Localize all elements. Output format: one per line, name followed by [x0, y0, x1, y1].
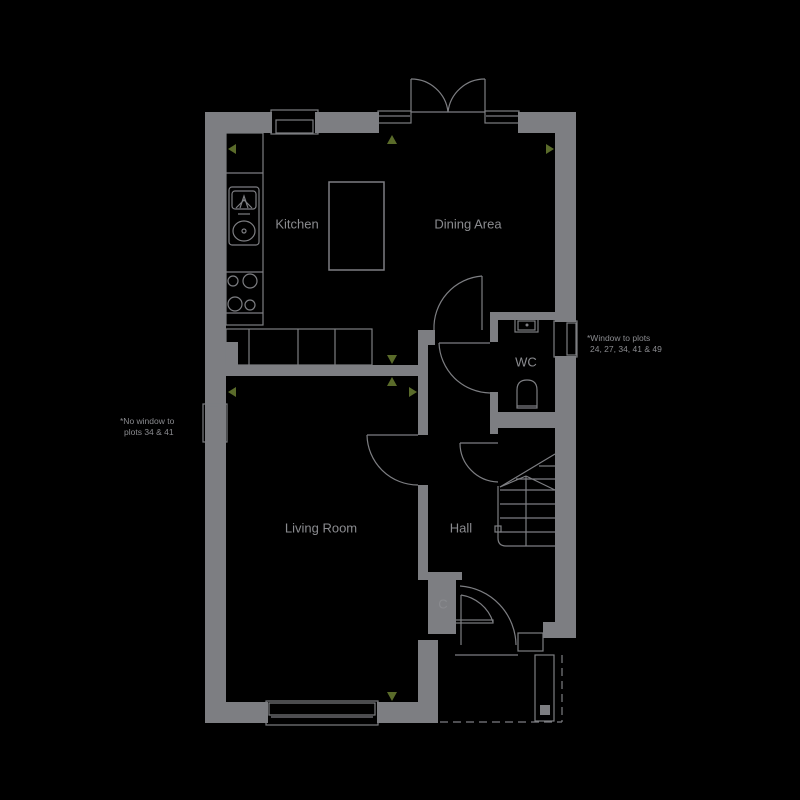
room-label-hall: Hall: [449, 520, 473, 536]
window-living-bottom: [265, 700, 379, 726]
wall-living-hall-lower: [418, 485, 428, 580]
window-living-left: [202, 403, 228, 443]
note-window-line2: 24, 27, 34, 41 & 49: [590, 344, 662, 354]
wall-top-mid: [315, 112, 379, 133]
wall-wc-left-lower: [490, 392, 498, 434]
wall-cupboard-top-stub: [455, 572, 462, 580]
room-label-wc: WC: [515, 354, 537, 370]
wc-basin-icon: [514, 318, 539, 333]
note-window-plots: *Window to plots 24, 27, 34, 41 & 49: [587, 333, 662, 355]
wall-bottom-left: [205, 702, 268, 723]
wall-wc-left-upper: [490, 312, 498, 342]
kitchen-units-bottom: [225, 328, 373, 366]
toilet-icon: [516, 379, 538, 409]
room-label-living: Living Room: [284, 520, 358, 536]
wall-wc-top: [490, 312, 555, 320]
wall-porch-right: [543, 622, 576, 638]
wall-top-left: [205, 112, 272, 133]
room-label-cupboard: C: [438, 596, 448, 612]
hob-icon: [227, 273, 258, 312]
wall-left: [205, 112, 226, 723]
room-label-kitchen: Kitchen: [275, 216, 319, 232]
wall-living-hall-upper: [418, 330, 428, 435]
wall-wc-bottom: [498, 412, 555, 420]
door-living: [366, 434, 419, 486]
wall-stub-a: [428, 330, 435, 345]
wall-kitchen-stub: [226, 342, 238, 365]
kitchen-worktop-left: [225, 132, 264, 326]
note-window-line1: *Window to plots: [587, 333, 651, 343]
door-under-stairs: [459, 442, 499, 483]
door-wc: [433, 275, 491, 394]
wall-kitchen-living: [226, 365, 419, 376]
note-no-window-plots: *No window to plots 34 & 41: [120, 416, 174, 438]
wall-cupboard: [428, 572, 456, 634]
kitchen-island: [328, 181, 385, 271]
window-wc-right: [553, 320, 578, 358]
wall-right-upper: [555, 112, 576, 322]
staircase: [494, 453, 556, 547]
wall-porch-left: [418, 640, 438, 723]
wall-under-stairs: [498, 420, 555, 428]
door-front: [454, 585, 544, 656]
window-kitchen-top: [270, 109, 319, 135]
room-label-dining: Dining Area: [434, 216, 502, 232]
french-doors: [377, 78, 520, 124]
porch: [440, 654, 563, 723]
dimension-arrows: [228, 135, 554, 701]
note-no-window-line1: *No window to: [120, 416, 175, 426]
note-no-window-line2: plots 34 & 41: [124, 427, 174, 437]
sink-icon: [228, 186, 260, 246]
wall-right-lower: [555, 356, 576, 638]
